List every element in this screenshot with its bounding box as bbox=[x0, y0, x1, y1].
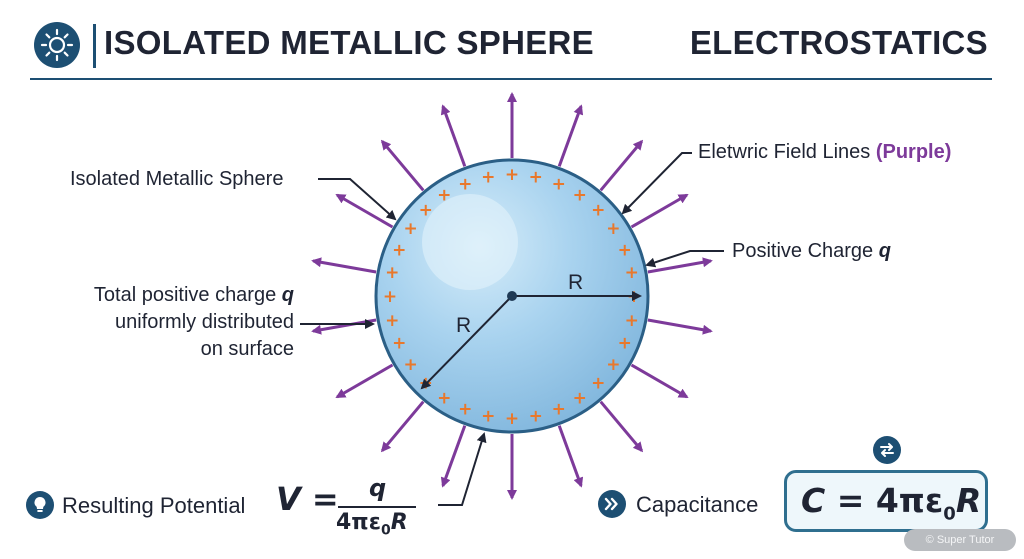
leader-positive-charge bbox=[645, 250, 724, 268]
leader-sphere bbox=[318, 178, 397, 221]
atom-lightbulb-icon bbox=[34, 22, 80, 68]
label-total-charge: Total positive charge q uniformly distri… bbox=[94, 282, 294, 363]
surface-charge: + bbox=[437, 186, 451, 206]
surface-charge: + bbox=[403, 219, 417, 239]
surface-charge: + bbox=[606, 355, 620, 375]
surface-charge: + bbox=[392, 240, 406, 260]
credit-badge: © Super Tutor bbox=[904, 529, 1016, 551]
header-separator bbox=[93, 24, 96, 68]
page-title: ISOLATED METALLIC SPHERE bbox=[104, 24, 594, 61]
leader-field-lines bbox=[621, 152, 692, 215]
capacitance-mid: = 4πε bbox=[825, 481, 944, 520]
potential-denominator: 4πε0R bbox=[336, 510, 408, 538]
surface-charge: + bbox=[552, 174, 566, 194]
denominator-main: 4πε bbox=[336, 510, 381, 535]
surface-charge: + bbox=[573, 388, 587, 408]
field-line-arrow bbox=[557, 104, 584, 167]
swap-arrows-icon bbox=[873, 436, 901, 464]
capacitance-sub: 0 bbox=[943, 503, 956, 525]
surface-charge: + bbox=[437, 388, 451, 408]
surface-charge: + bbox=[625, 263, 639, 283]
header-rule bbox=[30, 78, 992, 80]
surface-charge: + bbox=[606, 219, 620, 239]
potential-numerator: q bbox=[369, 474, 387, 502]
surface-charge: + bbox=[481, 407, 495, 427]
field-line-arrow bbox=[335, 193, 394, 229]
total-line-2: uniformly distributed bbox=[115, 311, 294, 333]
potential-label: Resulting Potential bbox=[62, 493, 246, 518]
total-line-1-text: Total positive charge bbox=[93, 284, 282, 306]
field-line-arrow bbox=[311, 257, 377, 274]
field-line-arrow bbox=[630, 193, 689, 229]
capacitance-lhs: C bbox=[801, 481, 826, 520]
surface-charge: + bbox=[392, 334, 406, 354]
lightbulb-icon bbox=[26, 491, 54, 519]
sphere-highlight bbox=[422, 194, 518, 290]
positive-charge-var: q bbox=[878, 240, 891, 262]
field-line-arrow bbox=[599, 139, 644, 192]
surface-charge: + bbox=[529, 167, 543, 187]
surface-charge: + bbox=[529, 407, 543, 427]
field-line-arrow bbox=[557, 425, 584, 488]
subject-title: ELECTROSTATICS bbox=[689, 24, 988, 61]
surface-charge: + bbox=[419, 201, 433, 221]
chevron-right-icon bbox=[598, 490, 626, 518]
surface-charges: ++++++++++++++++++++++++++++++++ bbox=[383, 165, 641, 429]
field-line-arrow bbox=[311, 318, 377, 335]
header: ISOLATED METALLIC SPHERE ELECTROSTATICS bbox=[0, 0, 1024, 80]
field-line-arrow bbox=[647, 257, 713, 274]
field-lines-text: Eletwric Field Lines bbox=[698, 141, 876, 163]
surface-charge: + bbox=[618, 334, 632, 354]
label-sphere: Isolated Metallic Sphere bbox=[70, 168, 284, 190]
capacitance-formula: C = 4πε0R bbox=[801, 481, 981, 525]
surface-charge: + bbox=[383, 287, 397, 307]
surface-charge: + bbox=[385, 263, 399, 283]
capacitance-formula-box: C = 4πε0R bbox=[784, 470, 988, 532]
surface-charge: + bbox=[552, 400, 566, 420]
surface-charge: + bbox=[481, 167, 495, 187]
surface-charge: + bbox=[591, 201, 605, 221]
field-line-arrow bbox=[440, 104, 467, 167]
surface-charge: + bbox=[505, 409, 519, 429]
total-line-1-var: q bbox=[281, 284, 294, 306]
field-line-arrow bbox=[630, 363, 689, 399]
label-positive-charge: Positive Charge q bbox=[732, 240, 891, 263]
surface-charge: + bbox=[403, 355, 417, 375]
positive-charge-text: Positive Charge bbox=[732, 240, 879, 262]
denominator-sub: 0 bbox=[380, 522, 391, 539]
field-line-arrow bbox=[380, 400, 425, 453]
radius-diagonal bbox=[420, 295, 513, 390]
label-field-lines: Eletwric Field Lines (Purple) bbox=[698, 141, 951, 164]
field-lines-color-word: (Purple) bbox=[875, 141, 952, 163]
surface-charge: + bbox=[385, 311, 399, 331]
surface-charge: + bbox=[458, 400, 472, 420]
potential-lhs: V = bbox=[276, 480, 339, 518]
surface-charge: + bbox=[505, 165, 519, 185]
capacitance-label: Capacitance bbox=[636, 492, 759, 517]
field-lines bbox=[311, 92, 713, 500]
leader-potential bbox=[438, 432, 487, 506]
field-line-arrow bbox=[380, 139, 425, 192]
field-line-arrow bbox=[599, 400, 644, 453]
field-line-arrow bbox=[440, 425, 467, 488]
surface-charge: + bbox=[618, 240, 632, 260]
radius-label-horizontal: R bbox=[568, 271, 583, 294]
total-line-3: on surface bbox=[200, 338, 294, 360]
total-line-1: Total positive charge q bbox=[94, 282, 294, 309]
surface-charge: + bbox=[573, 186, 587, 206]
denominator-end: R bbox=[390, 510, 408, 535]
radius-label-diagonal: R bbox=[456, 314, 471, 337]
capacitance-end: R bbox=[955, 481, 982, 520]
field-line-arrow bbox=[647, 318, 713, 335]
sphere-center bbox=[507, 291, 517, 301]
fraction-bar bbox=[338, 506, 416, 508]
surface-charge: + bbox=[458, 174, 472, 194]
surface-charge: + bbox=[625, 311, 639, 331]
surface-charge: + bbox=[591, 373, 605, 393]
field-line-arrow bbox=[335, 363, 394, 399]
